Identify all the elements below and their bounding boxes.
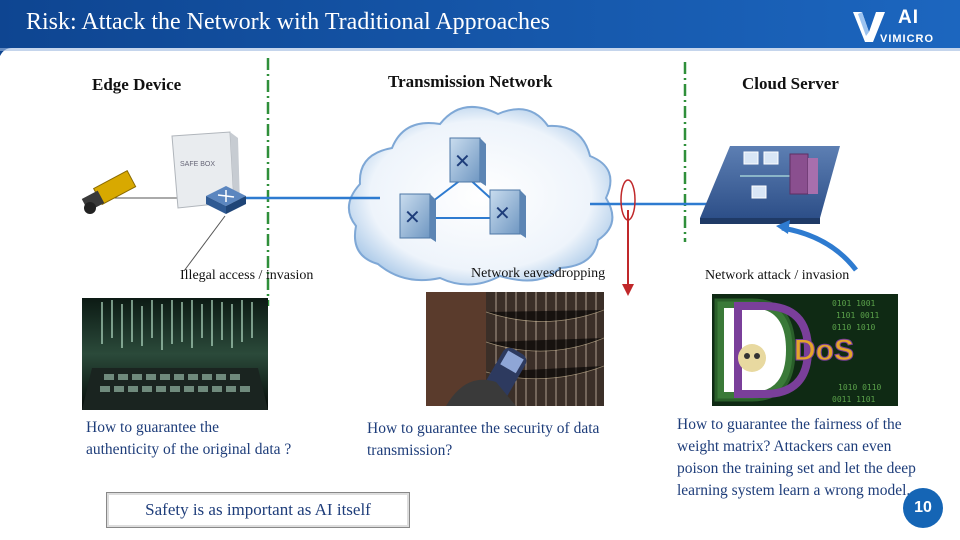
- svg-text:1101 0011: 1101 0011: [836, 311, 880, 320]
- wiretap-photo: [426, 292, 604, 406]
- question-transmission-security: How to guarantee the security of data tr…: [367, 420, 600, 459]
- svg-text:SAFE BOX: SAFE BOX: [180, 161, 215, 168]
- caption-illegal-access: Illegal access / invasion: [180, 268, 314, 283]
- edge-box-device: SAFE BOX: [171, 131, 240, 209]
- caption-eavesdropping: Network eavesdropping: [471, 266, 606, 281]
- switch-icon-left: ✕: [399, 193, 436, 242]
- svg-text:0101 1001: 0101 1001: [832, 299, 876, 308]
- ddos-graphic: 0101 1001 1101 0011 0110 1010 1010 0110 001…: [712, 294, 898, 406]
- section-edge-device: Edge Device: [92, 75, 182, 94]
- page-title: Risk: Attack the Network with Traditiona…: [26, 9, 550, 35]
- header-bar: [0, 0, 960, 56]
- page-number-badge: 10: [903, 488, 943, 528]
- camera-icon: [81, 170, 137, 214]
- svg-text:0110 1010: 0110 1010: [832, 323, 876, 332]
- safety-callout: Safety is as important as AI itself: [106, 492, 410, 528]
- cloud-shape: [348, 106, 614, 286]
- hacker-keyboard-photo: [82, 298, 268, 410]
- svg-text:✕: ✕: [454, 149, 471, 173]
- server-network-icon: [700, 146, 840, 224]
- svg-text:✕: ✕: [404, 205, 421, 229]
- svg-text:1010 0110: 1010 0110: [838, 383, 882, 392]
- svg-text:0011 1101: 0011 1101: [832, 395, 876, 404]
- logo-subbrand: VIMICRO: [880, 33, 935, 45]
- section-transmission-network: Transmission Network: [388, 72, 553, 91]
- logo-brand: AI: [898, 7, 919, 28]
- attack-arrow: [781, 225, 858, 272]
- vimicro-logo-icon: [853, 12, 885, 42]
- switch-icon-top: ✕: [449, 137, 486, 186]
- section-cloud-server: Cloud Server: [742, 74, 839, 93]
- switch-icon-right: ✕: [489, 189, 526, 238]
- ddos-logo-text: DoS: [794, 334, 854, 367]
- network-diagram: SAFE BOX ✕ ✕ ✕: [81, 58, 858, 306]
- tap-arrow-head: [622, 284, 634, 296]
- question-weight-fairness: How to guarantee the fairness of the wei…: [677, 416, 916, 499]
- caption-network-attack: Network attack / invasion: [705, 268, 850, 283]
- svg-text:✕: ✕: [494, 201, 511, 225]
- question-authenticity: How to guarantee the authenticity of the…: [86, 419, 292, 458]
- router-icon: [206, 186, 246, 214]
